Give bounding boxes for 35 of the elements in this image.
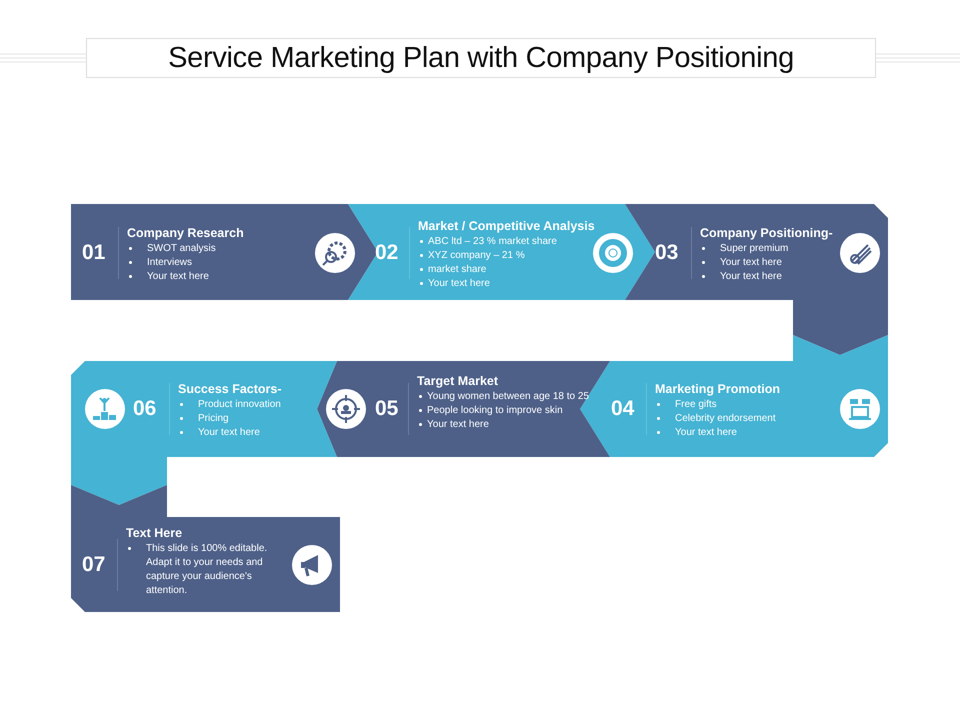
bullet-text: market share [428,264,486,275]
bullet-text: Your text here [147,271,209,282]
step-heading: Market / Competitive Analysis [418,219,596,234]
bullet-text: Your text here [428,278,490,289]
step-number: 07 [82,553,106,577]
title: Service Marketing Plan with Company Positioning [86,38,876,78]
step-number: 06 [133,397,156,421]
bullet-text: ABC ltd – 23 % market share [428,236,557,247]
bullet-text: Your text here [675,427,737,438]
step-number: 05 [375,397,398,421]
step-number: 01 [82,241,106,265]
step-heading: Marketing Promotion [655,382,782,397]
bullet-text: XYZ company – 21 % [428,250,525,261]
bullet-text: Interviews [147,257,192,268]
step-heading: Text Here [126,526,184,541]
bullet-text: Your text here [720,257,782,268]
bullet-text: Your text here [720,271,782,282]
bullet-text: Your text here [427,419,489,430]
bullet-text: This slide is 100% editable. Adapt it to your needs and capture your audience's attention. [146,543,268,596]
step-heading: Company Research [127,226,245,241]
step-heading: Success Factors- [178,382,283,397]
bullet-text: Pricing [198,413,229,424]
bullet-text: Celebrity endorsement [675,413,776,424]
bullet-text: Free gifts [675,399,717,410]
step-number: 02 [375,241,398,265]
step-heading: Company Positioning- [700,226,834,241]
bullet-text: People looking to improve skin [427,405,563,416]
step-number: 03 [655,241,678,265]
bullet-text: SWOT analysis [147,243,216,254]
bullet-text: Your text here [198,427,260,438]
bullet-text: Product innovation [198,399,281,410]
step-number: 04 [611,397,634,421]
bullet-text: Super premium [720,243,788,254]
step-heading: Target Market [417,374,500,389]
bullet-text: Young women between age 18 to 25 [427,391,589,402]
